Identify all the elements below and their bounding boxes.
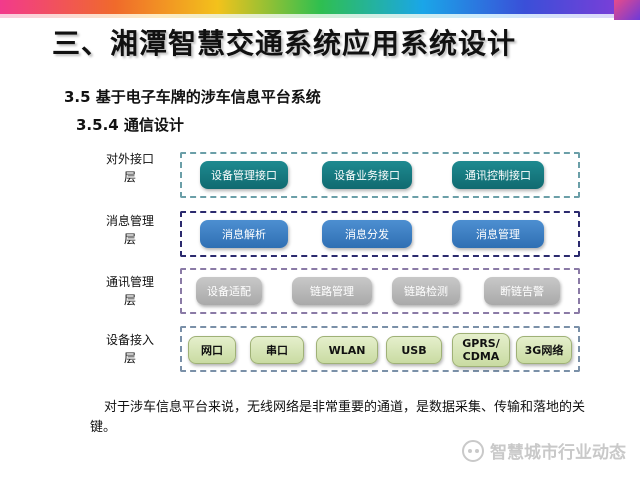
layer-label-device-access: 设备接入 层 xyxy=(88,331,172,367)
wechat-icon xyxy=(462,439,484,462)
top-decorative-stripe xyxy=(0,0,640,14)
item-gprs-label: GPRS/ xyxy=(462,337,500,350)
layer-label-line1: 消息管理 xyxy=(105,214,154,228)
item-3g-network: 3G网络 xyxy=(516,336,572,364)
item-serial-port: 串口 xyxy=(250,336,304,364)
layer-label-line1: 通讯管理 xyxy=(105,275,154,289)
layer-box-message-management xyxy=(180,211,580,257)
section-heading: 3.5 基于电子车牌的涉车信息平台系统 xyxy=(64,88,321,106)
item-device-adaptation: 设备适配 xyxy=(196,277,262,305)
layer-label-line2: 层 xyxy=(123,293,136,307)
item-cdma-label: CDMA xyxy=(462,350,500,363)
item-link-break-alarm: 断链告警 xyxy=(484,277,560,305)
item-device-business-interface: 设备业务接口 xyxy=(322,161,412,189)
item-wlan: WLAN xyxy=(316,336,378,364)
item-device-management-interface: 设备管理接口 xyxy=(200,161,288,189)
item-network-port: 网口 xyxy=(188,336,236,364)
layer-label-message-management: 消息管理 层 xyxy=(88,212,172,248)
body-paragraph: 对于涉车信息平台来说，无线网络是非常重要的通道，是数据采集、传输和落地的关键。 xyxy=(90,400,586,435)
item-usb: USB xyxy=(386,336,442,364)
layer-label-line1: 对外接口 xyxy=(105,152,154,166)
layer-label-line2: 层 xyxy=(123,170,136,184)
layer-label-line2: 层 xyxy=(123,351,136,365)
item-gprs-cdma: GPRS/ CDMA xyxy=(452,333,510,367)
item-message-management: 消息管理 xyxy=(452,220,544,248)
layer-label-comm-management: 通讯管理 层 xyxy=(88,273,172,309)
watermark: 智慧城市行业动态 xyxy=(462,438,626,463)
item-message-dispatch: 消息分发 xyxy=(322,220,412,248)
top-decorative-stripe-light xyxy=(0,14,640,18)
item-message-parsing: 消息解析 xyxy=(200,220,288,248)
item-link-detection: 链路检测 xyxy=(392,277,460,305)
layer-label-line1: 设备接入 xyxy=(105,333,154,347)
layer-label-external-interface: 对外接口 层 xyxy=(88,150,172,186)
slide-title: 三、湘潭智慧交通系统应用系统设计 xyxy=(52,27,517,60)
subsection-heading: 3.5.4 通信设计 xyxy=(76,116,184,134)
corner-decoration xyxy=(614,0,640,20)
item-link-management: 链路管理 xyxy=(292,277,372,305)
layer-box-comm-management xyxy=(180,268,580,314)
watermark-text: 智慧城市行业动态 xyxy=(490,443,626,463)
layer-label-line2: 层 xyxy=(123,232,136,246)
layer-box-external-interface xyxy=(180,152,580,198)
item-comm-control-interface: 通讯控制接口 xyxy=(452,161,544,189)
layer-box-device-access xyxy=(180,326,580,372)
